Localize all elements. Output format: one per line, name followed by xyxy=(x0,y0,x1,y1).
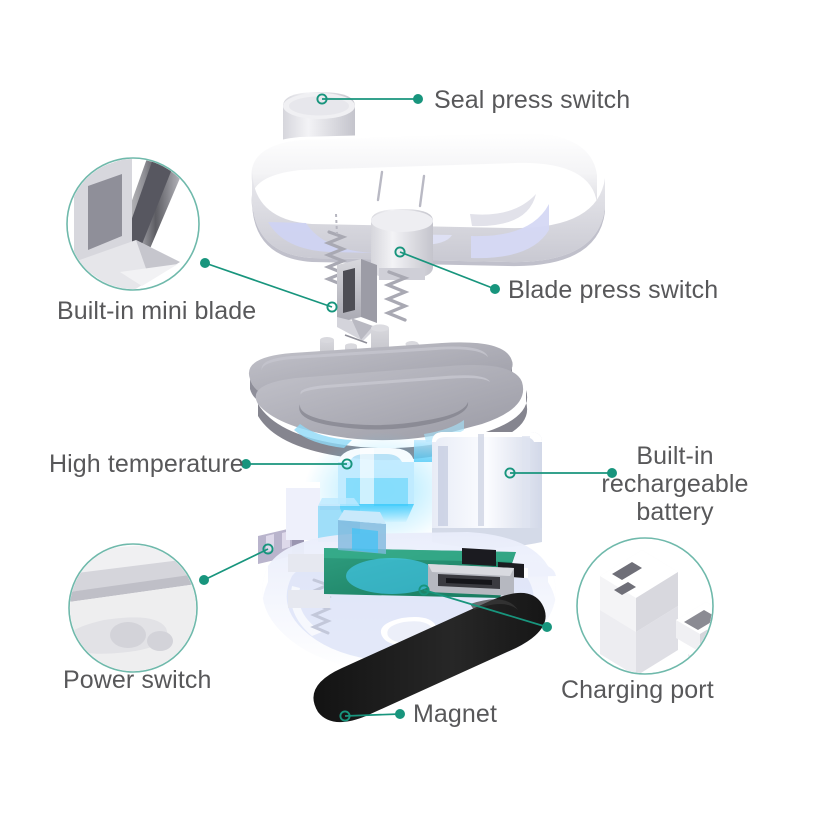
leader-anchor-high-temperature xyxy=(341,458,353,470)
leader-dot-charging-port xyxy=(542,622,552,632)
part-pcb xyxy=(324,510,524,598)
leader-anchor-seal-press-switch xyxy=(316,93,328,105)
leader-dot-blade-press-switch xyxy=(490,284,500,294)
callout-label-charging-port: Charging port xyxy=(561,676,714,704)
leader-dot-seal-press-switch xyxy=(413,94,423,104)
part-blade-carrier xyxy=(337,259,377,344)
callout-label-magnet: Magnet xyxy=(413,700,497,728)
leader-line-magnet xyxy=(344,713,401,717)
callout-label-built-in-mini-blade: Built-in mini blade xyxy=(57,297,257,325)
leader-line-blade-press-switch xyxy=(399,251,496,290)
callout-leader-lines xyxy=(199,93,617,722)
leader-dot-magnet xyxy=(395,709,405,719)
callout-label-built-in-rechargeable-battery: Built-in rechargeable battery xyxy=(601,442,749,526)
callout-label-seal-press-switch: Seal press switch xyxy=(434,86,631,114)
callout-label-high-temperature: High temperature xyxy=(49,450,244,478)
leader-anchor-blade-press-switch xyxy=(394,246,406,258)
part-spring-left xyxy=(323,230,348,287)
leader-anchor-built-in-mini-blade xyxy=(326,301,338,313)
leader-dot-built-in-mini-blade xyxy=(200,258,210,268)
leader-line-built-in-mini-blade xyxy=(204,262,333,308)
callout-label-power-switch: Power switch xyxy=(63,666,212,694)
inset-blade-closeup xyxy=(66,157,200,291)
part-usb-port xyxy=(428,564,514,596)
part-spring-right xyxy=(383,270,410,322)
leader-anchor-built-in-rechargeable-battery xyxy=(504,467,516,479)
leader-dot-power-switch xyxy=(199,575,209,585)
leader-anchor-magnet xyxy=(339,710,351,722)
leader-line-power-switch xyxy=(203,548,269,581)
part-blade-button xyxy=(371,209,433,280)
inset-charging-cable-closeup xyxy=(576,537,714,675)
leader-anchor-power-switch xyxy=(262,543,274,555)
leader-dot-high-temperature xyxy=(241,459,251,469)
part-top-lid-assembly xyxy=(251,92,605,344)
part-magnet-strip xyxy=(313,592,546,723)
leader-line-charging-port xyxy=(423,589,548,628)
leader-dot-built-in-rechargeable-battery xyxy=(607,468,617,478)
callout-label-blade-press-switch: Blade press switch xyxy=(508,276,719,304)
part-battery xyxy=(432,432,542,548)
inset-power-switch-closeup xyxy=(68,543,198,673)
leader-anchor-charging-port xyxy=(418,584,430,596)
